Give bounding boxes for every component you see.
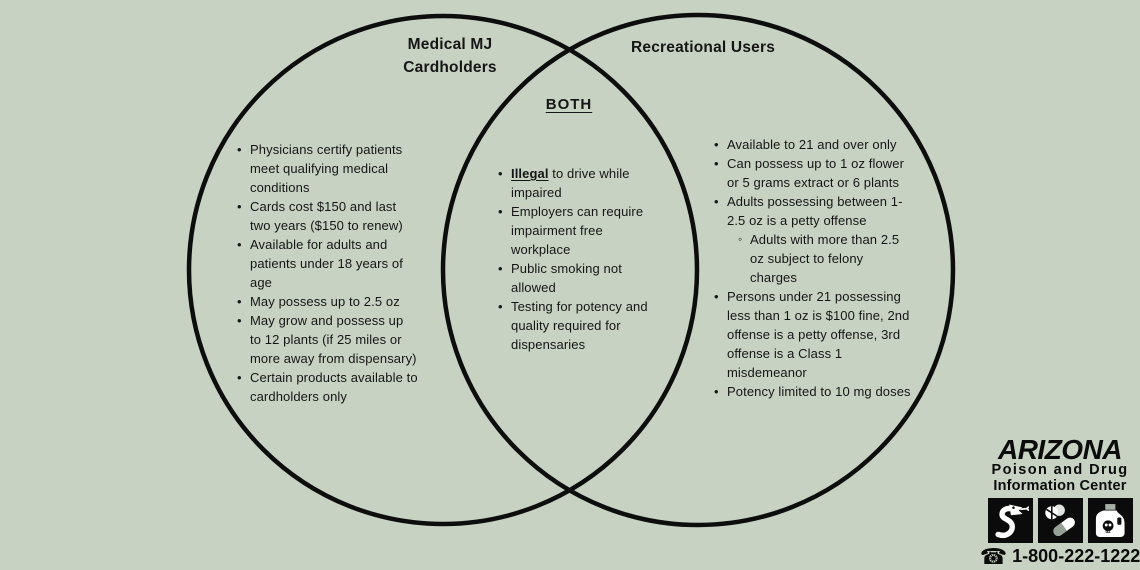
medical-circle-title: Medical MJ Cardholders bbox=[403, 36, 497, 76]
item-text: Available for adults and patients under … bbox=[250, 237, 403, 290]
item-text: May possess up to 2.5 oz bbox=[250, 294, 400, 309]
logo-subtitle-line2: Information Center bbox=[993, 478, 1127, 494]
medical-items-list: Physicians certify patients meet qualify… bbox=[236, 140, 418, 406]
list-item: May possess up to 2.5 oz bbox=[236, 292, 418, 311]
item-text: Employers can require impairment free wo… bbox=[511, 204, 644, 257]
list-item: Adults with more than 2.5 oz subject to … bbox=[736, 230, 911, 287]
list-item: Cards cost $150 and last two years ($150… bbox=[236, 197, 418, 235]
list-item: Employers can require impairment free wo… bbox=[497, 202, 649, 259]
item-text: Public smoking not allowed bbox=[511, 261, 622, 295]
list-item: Certain products available to cardholder… bbox=[236, 368, 418, 406]
logo-icon-row bbox=[983, 498, 1137, 543]
item-text: to drive while impaired bbox=[511, 166, 630, 200]
both-items-list: Illegal to drive while impaired Employer… bbox=[497, 164, 649, 354]
list-item: Testing for potency and quality required… bbox=[497, 297, 649, 354]
item-text: Testing for potency and quality required… bbox=[511, 299, 648, 352]
list-item: Potency limited to 10 mg doses bbox=[713, 382, 911, 401]
both-section-title: BOTH bbox=[545, 96, 593, 113]
list-item: Persons under 21 possessing less than 1 … bbox=[713, 287, 911, 382]
poison-center-logo: ARIZONA Poison and Drug Information Cent… bbox=[979, 434, 1140, 569]
list-item: Public smoking not allowed bbox=[497, 259, 649, 297]
item-text: Adults possessing between 1-2.5 oz is a … bbox=[727, 194, 903, 228]
recreational-circle-title: Recreational Users bbox=[630, 39, 776, 56]
poison-bottle-icon bbox=[1087, 498, 1133, 543]
logo-phone-row: ☎ 1-800-222-1222 bbox=[979, 543, 1140, 569]
logo-subtitle-line1: Poison and Drug bbox=[991, 462, 1129, 478]
recreational-items-list: Available to 21 and over only Can posses… bbox=[713, 135, 911, 401]
item-text: Available to 21 and over only bbox=[727, 137, 897, 152]
item-lead-text: Illegal bbox=[511, 166, 549, 181]
item-text: Adults with more than 2.5 oz subject to … bbox=[750, 232, 900, 285]
pills-icon bbox=[1037, 498, 1083, 543]
item-text: Cards cost $150 and last two years ($150… bbox=[250, 199, 403, 233]
snake-icon bbox=[987, 498, 1033, 543]
list-item: May grow and possess up to 12 plants (if… bbox=[236, 311, 418, 368]
list-item: Physicians certify patients meet qualify… bbox=[236, 140, 418, 197]
item-text: Can possess up to 1 oz flower or 5 grams… bbox=[727, 156, 905, 190]
list-item: Adults possessing between 1-2.5 oz is a … bbox=[713, 192, 911, 230]
item-text: Potency limited to 10 mg doses bbox=[727, 384, 911, 399]
item-text: May grow and possess up to 12 plants (if… bbox=[250, 313, 417, 366]
phone-number: 1-800-222-1222 bbox=[1012, 546, 1140, 566]
item-text: Persons under 21 possessing less than 1 … bbox=[727, 289, 910, 380]
item-text: Certain products available to cardholder… bbox=[250, 370, 418, 404]
item-text: Physicians certify patients meet qualify… bbox=[250, 142, 403, 195]
list-item: Available to 21 and over only bbox=[713, 135, 911, 154]
list-item: Can possess up to 1 oz flower or 5 grams… bbox=[713, 154, 911, 192]
telephone-icon: ☎ bbox=[979, 543, 1008, 569]
list-item: Illegal to drive while impaired bbox=[497, 164, 649, 202]
logo-arizona-text: ARIZONA bbox=[997, 434, 1123, 465]
list-item: Available for adults and patients under … bbox=[236, 235, 418, 292]
